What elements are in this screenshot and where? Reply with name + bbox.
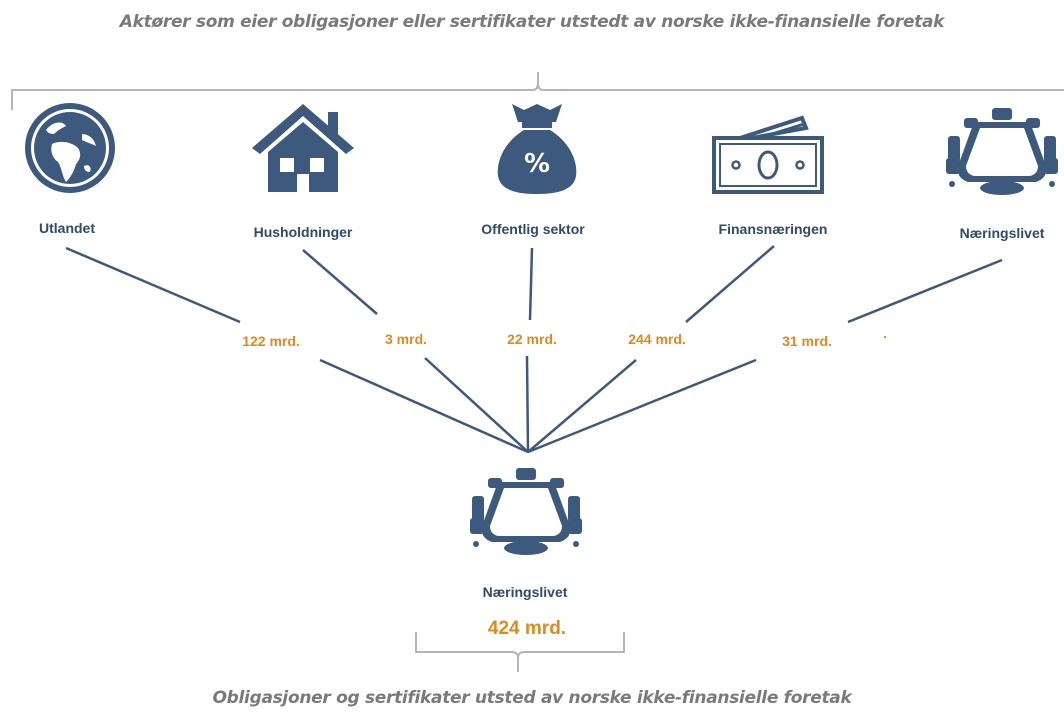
top-bracket	[11, 72, 1064, 110]
line-utlandet-upper	[65, 246, 241, 324]
amount-utlandet: 122 mrd.	[239, 333, 303, 349]
actor-label-naeringslivet: Næringslivet	[959, 225, 1045, 241]
amount-finansnaeringen: 244 mrd.	[625, 331, 689, 347]
banknotes-icon	[712, 115, 824, 194]
bottom-bracket	[415, 632, 625, 672]
total-amount: 424 mrd.	[487, 618, 567, 639]
line-naeringsliv-lower	[527, 358, 757, 454]
bottom-title: Obligasjoner og sertifikater utsted av n…	[212, 688, 852, 708]
line-offentlig-lower	[525, 355, 530, 453]
house-icon	[252, 104, 354, 192]
stray-dot	[884, 336, 886, 338]
line-naeringsliv-upper	[847, 258, 1003, 324]
amount-offentlig-sektor: 22 mrd.	[504, 331, 560, 347]
top-title: Aktører som eier obligasjoner eller sert…	[119, 12, 945, 32]
actor-label-finansnaeringen: Finansnæringen	[718, 221, 828, 237]
line-finans-upper	[685, 245, 775, 323]
target-label: Næringslivet	[482, 584, 568, 600]
actor-label-utlandet: Utlandet	[39, 220, 95, 236]
conference-table-icon	[946, 108, 1058, 195]
amount-husholdninger: 3 mrd.	[381, 331, 431, 347]
money-bag-percent-icon: %	[497, 104, 577, 194]
actor-label-husholdninger: Husholdninger	[253, 224, 353, 240]
line-husholdninger-upper	[302, 249, 378, 315]
line-finans-lower	[527, 359, 637, 453]
globe-icon	[25, 103, 115, 193]
svg-text:%: %	[524, 149, 550, 179]
actor-label-offentlig-sektor: Offentlig sektor	[481, 221, 585, 237]
target-conference-table-icon	[470, 468, 582, 555]
line-utlandet-lower	[319, 358, 529, 454]
line-husholdninger-lower	[424, 357, 529, 453]
line-offentlig-upper	[528, 247, 534, 321]
amount-naeringslivet: 31 mrd.	[779, 333, 835, 349]
